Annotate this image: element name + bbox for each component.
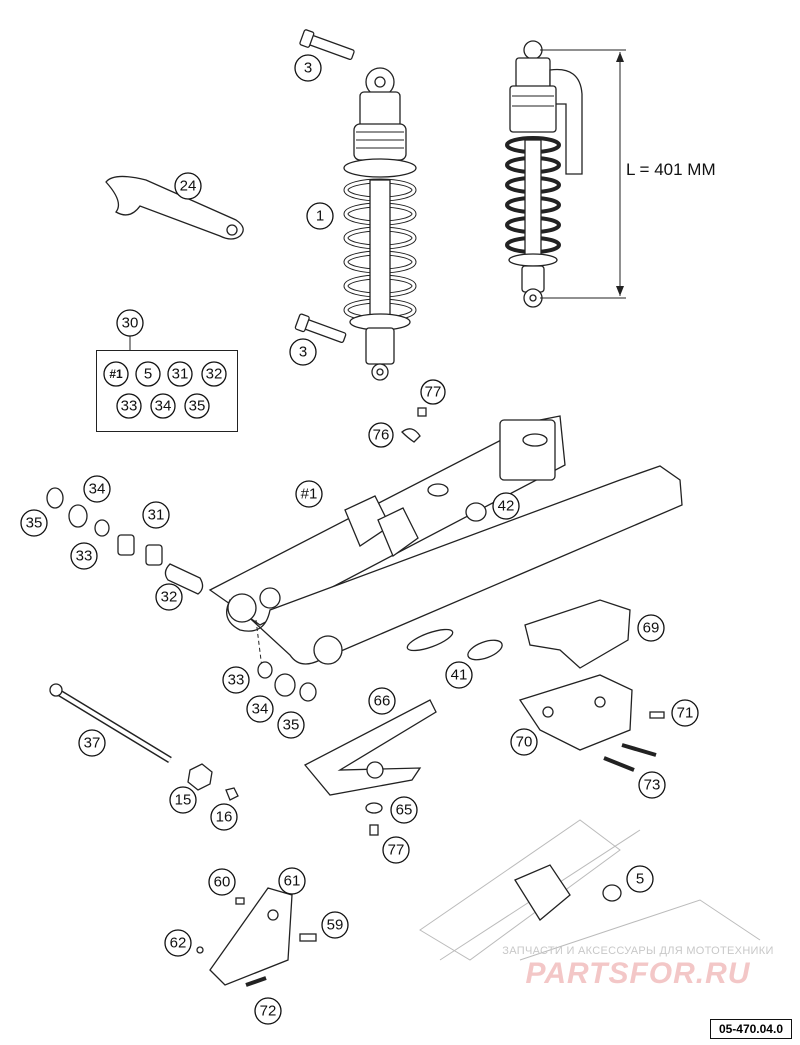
svg-text:60: 60 bbox=[214, 874, 231, 891]
svg-text:31: 31 bbox=[148, 507, 165, 524]
callout-77-top: 77 bbox=[420, 379, 446, 405]
frame-background-drawing bbox=[419, 819, 761, 961]
assembled-shock-drawing bbox=[505, 40, 626, 308]
svg-text:61: 61 bbox=[284, 873, 301, 890]
svg-text:3: 3 bbox=[304, 60, 312, 77]
svg-text:59: 59 bbox=[327, 917, 344, 934]
shock-length-label: L = 401 MM bbox=[626, 160, 716, 179]
callout-31: 31 bbox=[142, 501, 170, 529]
kit-label-30: 30 bbox=[116, 309, 144, 337]
callout-76: 76 bbox=[368, 422, 394, 448]
callout-61: 61 bbox=[278, 867, 306, 895]
callout-42: 42 bbox=[492, 492, 520, 520]
swingarm-drawing bbox=[208, 415, 683, 669]
svg-text:3: 3 bbox=[299, 344, 307, 361]
callout-5: 5 bbox=[626, 865, 654, 893]
watermark-logo: PARTSFOR.RU bbox=[525, 957, 751, 990]
callout-1: 1 bbox=[306, 202, 334, 230]
svg-text:32: 32 bbox=[206, 366, 223, 383]
kit-item-31: 31 bbox=[167, 361, 193, 387]
svg-text:66: 66 bbox=[374, 693, 391, 710]
bearing-parts-drawing bbox=[46, 487, 317, 702]
callout-34-bottom: 34 bbox=[246, 695, 274, 723]
svg-text:#1: #1 bbox=[109, 367, 123, 381]
callout-41: 41 bbox=[445, 661, 473, 689]
svg-text:5: 5 bbox=[144, 366, 152, 383]
chain-guide-drawing bbox=[467, 599, 665, 772]
callout-34-top: 34 bbox=[83, 475, 111, 503]
svg-text:33: 33 bbox=[228, 672, 245, 689]
callout-33-bottom: 33 bbox=[222, 666, 250, 694]
callout-66: 66 bbox=[368, 687, 396, 715]
watermark-tagline: ЗАПЧАСТИ И АКСЕССУАРЫ ДЛЯ МОТОТЕХНИКИ bbox=[502, 945, 774, 957]
svg-text:#1: #1 bbox=[301, 486, 318, 503]
kit-item-1: #1 bbox=[103, 361, 129, 387]
callout-70: 70 bbox=[510, 728, 538, 756]
callout-60: 60 bbox=[208, 868, 236, 896]
lower-guide-drawing bbox=[196, 887, 317, 987]
svg-text:37: 37 bbox=[84, 735, 101, 752]
svg-text:72: 72 bbox=[260, 1003, 277, 1020]
svg-text:24: 24 bbox=[180, 178, 197, 195]
kit-item-35: 35 bbox=[184, 393, 210, 419]
callout-71: 71 bbox=[671, 699, 699, 727]
shock-absorber-drawing bbox=[294, 29, 417, 381]
callout-3-top: 3 bbox=[294, 54, 322, 82]
callout-69: 69 bbox=[637, 614, 665, 642]
svg-text:16: 16 bbox=[216, 809, 233, 826]
svg-text:30: 30 bbox=[122, 315, 139, 332]
svg-text:42: 42 bbox=[498, 498, 515, 515]
callout-35-top: 35 bbox=[20, 509, 48, 537]
svg-text:69: 69 bbox=[643, 620, 660, 637]
kit-box bbox=[96, 350, 238, 432]
chain-slider-drawing bbox=[303, 699, 437, 836]
svg-text:73: 73 bbox=[644, 777, 661, 794]
callout-73: 73 bbox=[638, 771, 666, 799]
hook-wrench-drawing bbox=[105, 175, 244, 240]
callout-62: 62 bbox=[164, 929, 192, 957]
svg-text:35: 35 bbox=[283, 717, 300, 734]
svg-text:5: 5 bbox=[636, 871, 644, 888]
callout-32: 32 bbox=[155, 583, 183, 611]
callout-59: 59 bbox=[321, 911, 349, 939]
kit-item-32: 32 bbox=[201, 361, 227, 387]
svg-text:34: 34 bbox=[155, 398, 172, 415]
svg-text:31: 31 bbox=[172, 366, 189, 383]
callout-37: 37 bbox=[78, 729, 106, 757]
callout-swingarm: #1 bbox=[295, 480, 323, 508]
svg-text:35: 35 bbox=[189, 398, 206, 415]
svg-text:70: 70 bbox=[516, 734, 533, 751]
svg-text:34: 34 bbox=[89, 481, 106, 498]
callout-33-top: 33 bbox=[70, 542, 98, 570]
callout-35-bottom: 35 bbox=[277, 711, 305, 739]
kit-item-33: 33 bbox=[116, 393, 142, 419]
callout-72: 72 bbox=[254, 997, 282, 1025]
svg-text:32: 32 bbox=[161, 589, 178, 606]
callout-16: 16 bbox=[210, 803, 238, 831]
svg-text:77: 77 bbox=[388, 842, 405, 859]
diagram-reference-code: 05-470.04.0 bbox=[709, 1019, 792, 1039]
svg-text:33: 33 bbox=[76, 548, 93, 565]
svg-text:34: 34 bbox=[252, 701, 269, 718]
svg-text:15: 15 bbox=[175, 792, 192, 809]
watermark: ЗАПЧАСТИ И АКСЕССУАРЫ ДЛЯ МОТОТЕХНИКИ PA… bbox=[488, 945, 788, 991]
svg-text:71: 71 bbox=[677, 705, 694, 722]
callout-15: 15 bbox=[169, 786, 197, 814]
callout-3-bottom: 3 bbox=[289, 338, 317, 366]
svg-text:35: 35 bbox=[26, 515, 43, 532]
svg-text:77: 77 bbox=[425, 384, 442, 401]
svg-text:62: 62 bbox=[170, 935, 187, 952]
axle-drawing bbox=[49, 683, 239, 801]
svg-text:41: 41 bbox=[451, 667, 468, 684]
svg-text:33: 33 bbox=[121, 398, 138, 415]
callout-24: 24 bbox=[174, 172, 202, 200]
svg-text:76: 76 bbox=[373, 427, 390, 444]
kit-item-5: 5 bbox=[135, 361, 161, 387]
svg-text:65: 65 bbox=[396, 802, 413, 819]
callout-65: 65 bbox=[390, 796, 418, 824]
svg-text:1: 1 bbox=[316, 208, 324, 225]
kit-item-34: 34 bbox=[150, 393, 176, 419]
callout-77-bottom: 77 bbox=[382, 836, 410, 864]
